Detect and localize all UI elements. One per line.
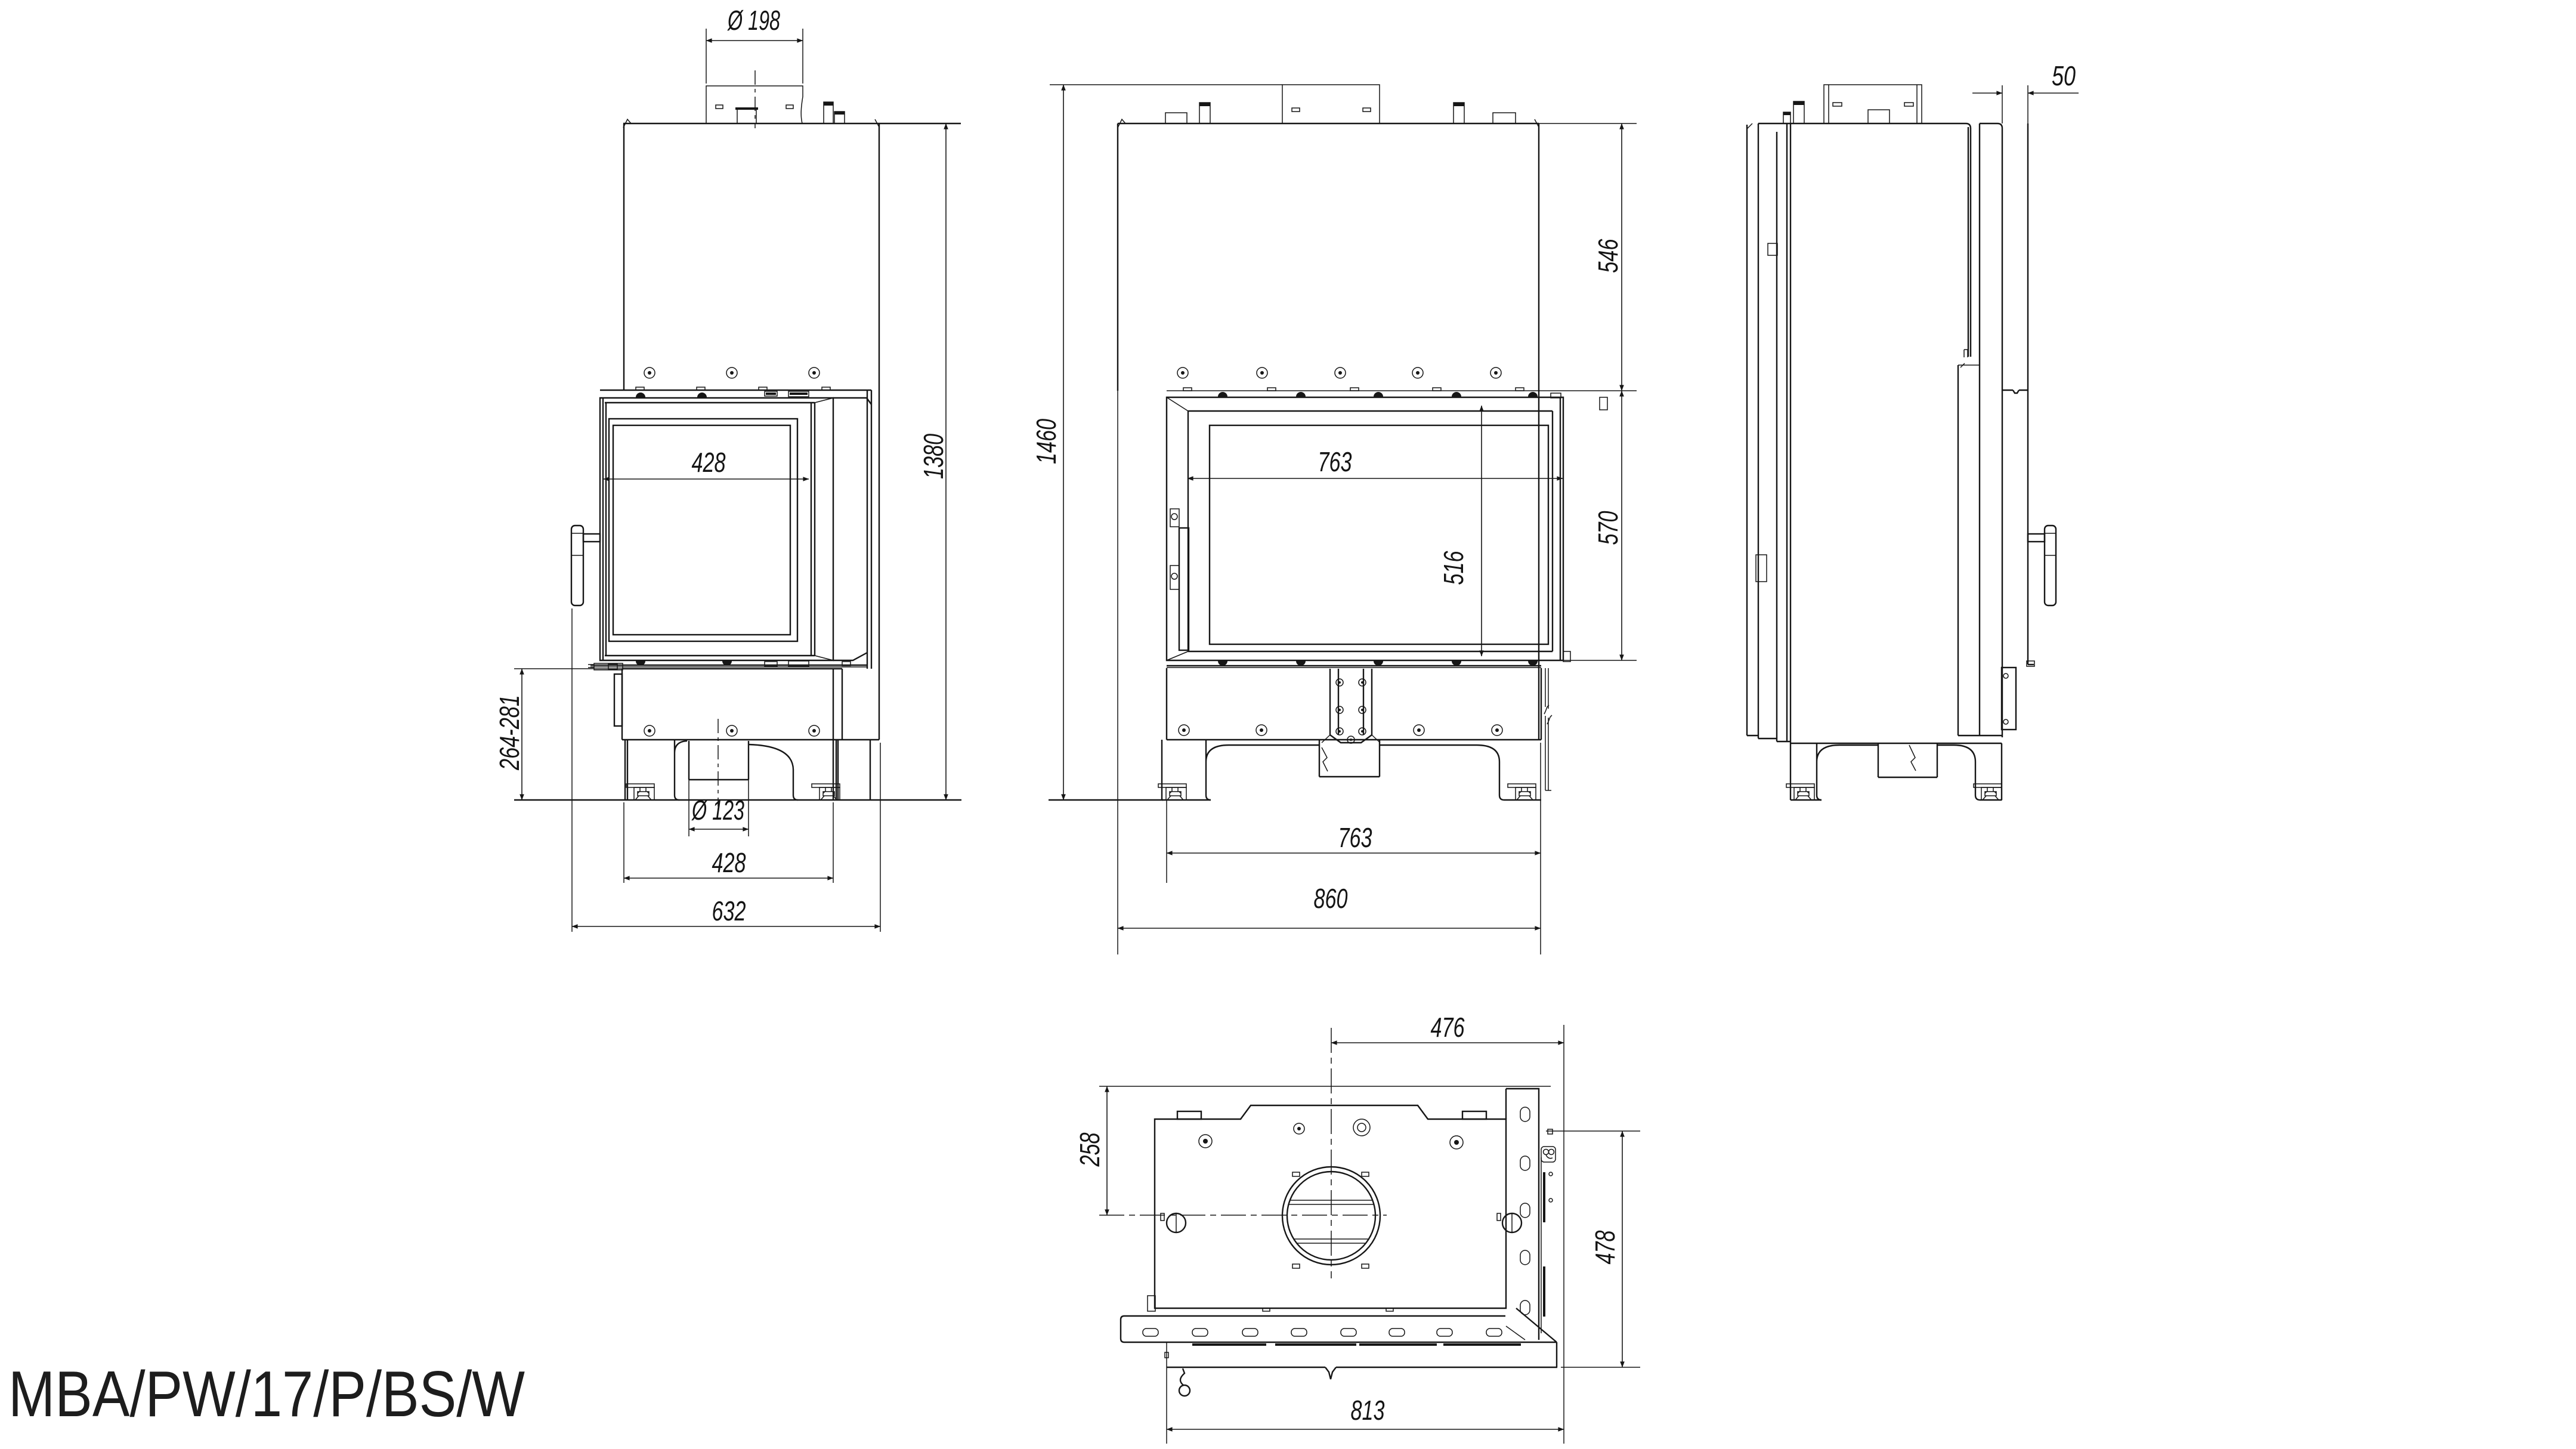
svg-text:546: 546	[1592, 239, 1623, 273]
svg-text:570: 570	[1592, 511, 1623, 545]
svg-text:516: 516	[1438, 551, 1469, 585]
svg-text:1460: 1460	[1031, 419, 1062, 464]
svg-text:1380: 1380	[918, 434, 949, 479]
svg-text:478: 478	[1589, 1230, 1621, 1264]
svg-text:763: 763	[1318, 446, 1352, 477]
svg-text:264-281: 264-281	[494, 695, 525, 771]
svg-text:813: 813	[1351, 1395, 1385, 1426]
svg-text:Ø 123: Ø 123	[691, 795, 745, 826]
svg-text:428: 428	[712, 847, 746, 878]
svg-text:50: 50	[2052, 60, 2076, 91]
svg-text:258: 258	[1074, 1132, 1105, 1167]
svg-text:632: 632	[712, 895, 746, 926]
svg-text:860: 860	[1314, 883, 1348, 914]
svg-text:476: 476	[1431, 1012, 1465, 1043]
svg-text:Ø 198: Ø 198	[727, 5, 781, 36]
svg-text:MBA/PW/17/P/BS/W: MBA/PW/17/P/BS/W	[8, 1358, 525, 1431]
svg-text:428: 428	[692, 447, 726, 478]
svg-text:763: 763	[1338, 822, 1372, 853]
